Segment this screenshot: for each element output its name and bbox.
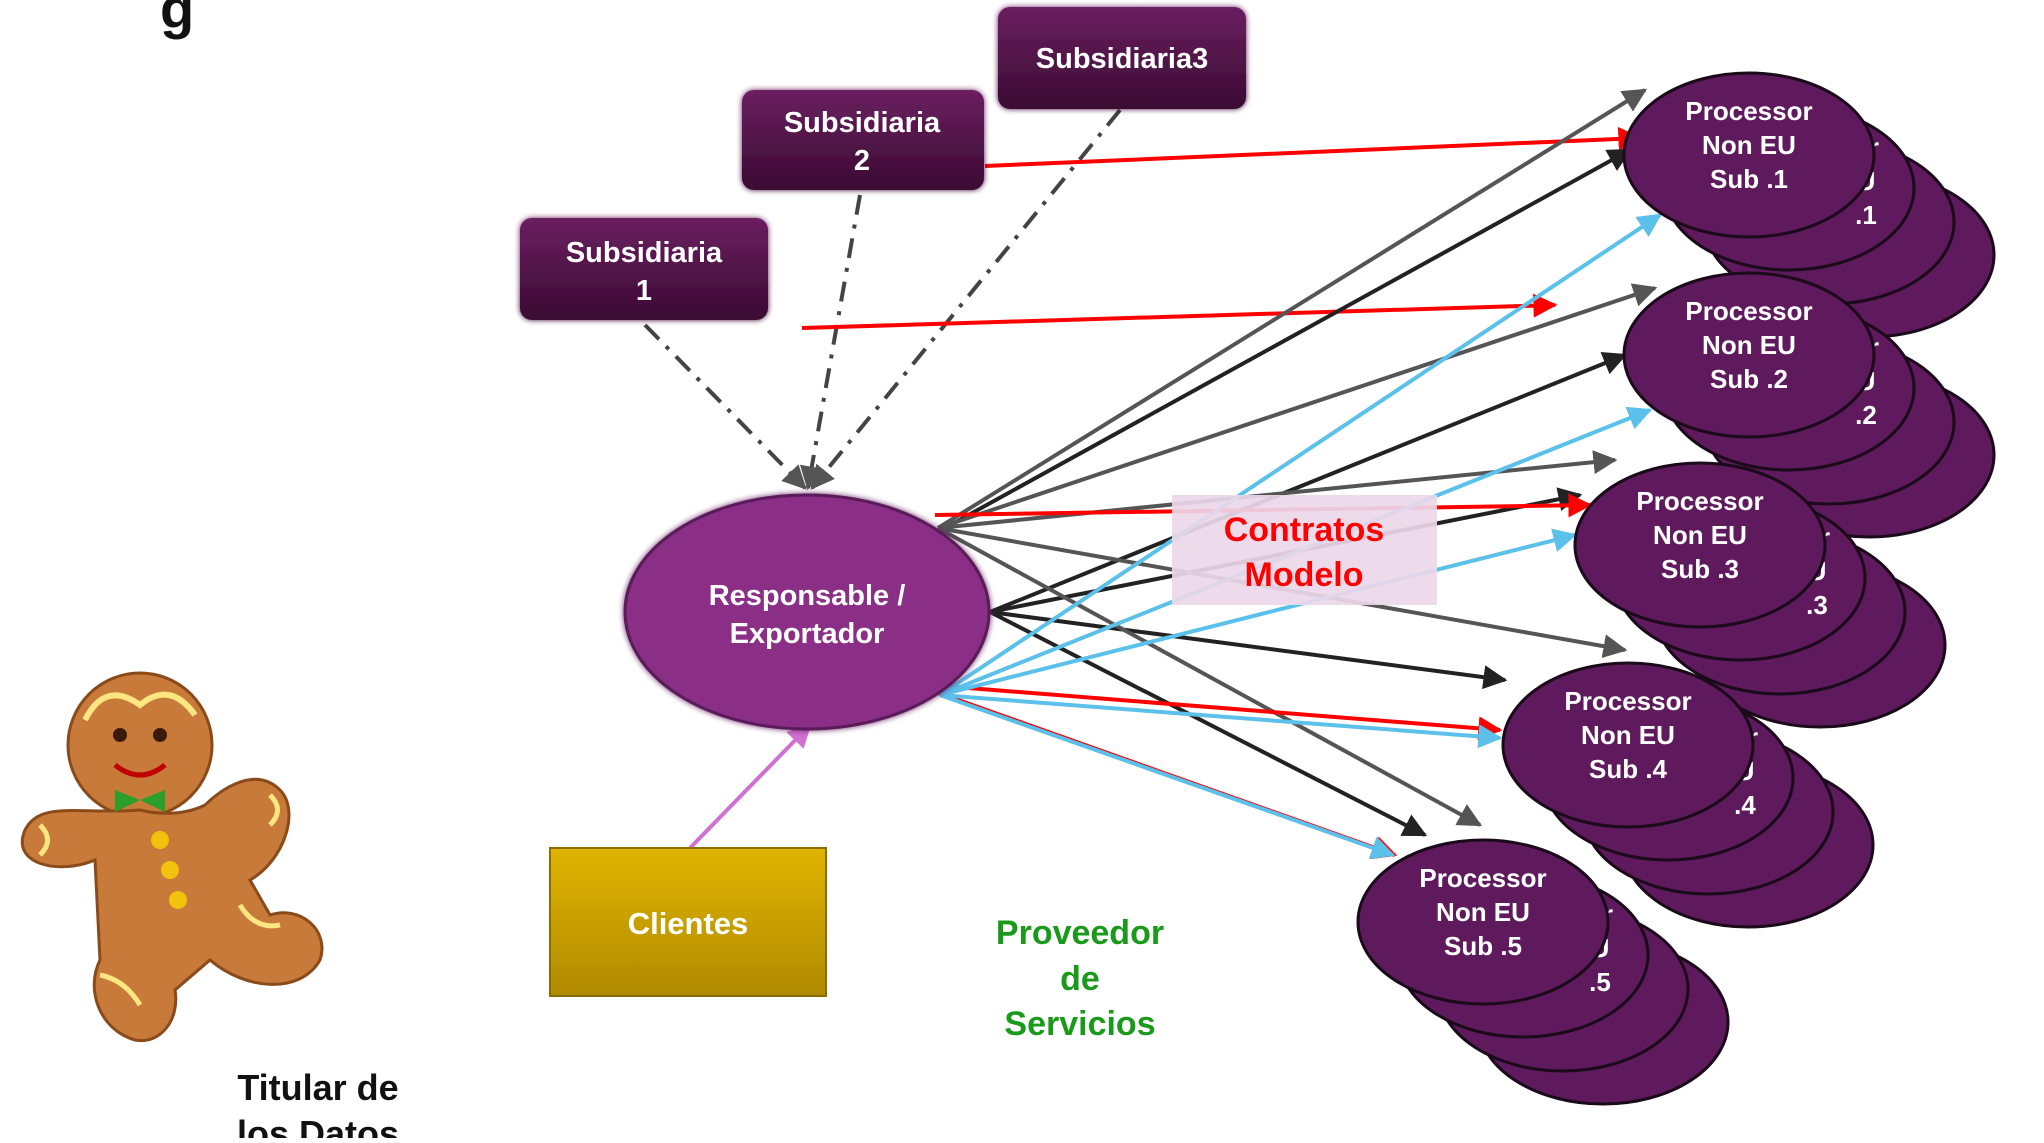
data-subject-label: Titular de los Datos <box>237 1067 399 1143</box>
processor-3-label-line-3: Sub .3 <box>1661 554 1739 584</box>
provider-line-2: de <box>1060 960 1100 998</box>
processor-4-label-line-1: Processor <box>1564 686 1691 716</box>
subsidiary3-link <box>810 108 1122 490</box>
processor-5-back-fragment: .5 <box>1589 967 1611 997</box>
processor-2-node <box>1622 271 1876 439</box>
processor-3-label-line-1: Processor <box>1636 486 1763 516</box>
clients-label: Clientes <box>628 906 749 941</box>
controller-node: Responsable / Exportador <box>623 493 991 731</box>
processor-3-node <box>1573 461 1827 629</box>
controller-gray-p5 <box>937 526 1483 827</box>
subsidiary-2-line-1: Subsidiaria <box>784 107 941 139</box>
processor-3-label-line-2: Non EU <box>1653 520 1747 550</box>
contract-line-1: Contratos <box>1224 511 1385 549</box>
processor-4-label-line-2: Non EU <box>1581 720 1675 750</box>
subsidiary-1-line-2: 1 <box>636 275 652 307</box>
processor-1-label-line-3: Sub .1 <box>1710 164 1788 194</box>
contract-line-2: Modelo <box>1245 556 1364 594</box>
clients-arrow <box>688 723 812 850</box>
subsidiary2-link <box>799 194 862 491</box>
processor-5-label-line-3: Sub .5 <box>1444 931 1522 961</box>
subsidiary1-link <box>643 323 807 490</box>
controller-to-p4-arrow <box>989 610 1508 690</box>
subsidiary-1: Subsidiaria 1 <box>520 218 768 320</box>
provider-line-1: Proveedor <box>996 914 1164 952</box>
processor-1-label-line-1: Processor <box>1685 96 1812 126</box>
subsidiary-3-label: Subsidiaria3 <box>1036 43 1208 75</box>
processor-4-node <box>1501 661 1755 829</box>
contract-model-label: Contratos Modelo <box>1172 495 1437 605</box>
subsidiary-2-line-2: 2 <box>854 145 870 177</box>
processor-1-node <box>1622 71 1876 239</box>
processor-4-label-line-3: Sub .4 <box>1589 754 1668 784</box>
controller-blue-p4 <box>939 693 1503 749</box>
subsidiary2-red-arrow <box>984 126 1643 168</box>
processor-2-label-line-1: Processor <box>1685 296 1812 326</box>
controller-blue-p1 <box>938 213 1662 697</box>
processor-1-label-line-2: Non EU <box>1702 130 1796 160</box>
processor-5-label-line-1: Processor <box>1419 863 1546 893</box>
controller-to-p1-arrow <box>944 148 1633 530</box>
subsidiary-1-line-1: Subsidiaria <box>566 237 723 269</box>
clients-node: Clientes <box>549 847 827 997</box>
processor-3-back-fragment: .3 <box>1806 590 1828 620</box>
data-subject-line-1: Titular de <box>237 1067 398 1108</box>
controller-to-p5-arrow <box>989 610 1428 837</box>
header-fragment: g <box>160 0 194 40</box>
processor-5-node <box>1356 838 1610 1006</box>
controller-gray-p1 <box>936 88 1648 530</box>
processor-1-back-fragment: .1 <box>1855 200 1877 230</box>
processor-2-back-fragment: .2 <box>1855 400 1877 430</box>
subsidiary1-red-arrow <box>801 293 1558 330</box>
service-provider-label: Proveedor de Servicios <box>996 914 1164 1043</box>
controller-red-p4 <box>929 683 1503 741</box>
data-subject-line-2: los Datos <box>237 1113 399 1138</box>
controller-line-1: Responsable / <box>709 580 906 612</box>
processor-2-label-line-2: Non EU <box>1702 330 1796 360</box>
subsidiary-2: Subsidiaria 2 <box>742 90 984 190</box>
controller-blue-p5 <box>939 693 1396 860</box>
provider-line-3: Servicios <box>1004 1005 1155 1043</box>
controller-line-2: Exportador <box>730 618 885 650</box>
controller-blue-p3 <box>939 528 1578 697</box>
gingerbread-icon <box>21 671 324 1043</box>
processor-5-label-line-2: Non EU <box>1436 897 1530 927</box>
controller-gray-p2 <box>937 283 1658 530</box>
processor-4-back-fragment: .4 <box>1734 790 1756 820</box>
controller-to-p2-arrow <box>989 351 1628 614</box>
subsidiary-3: Subsidiaria3 <box>998 7 1246 109</box>
processor-2-label-line-3: Sub .2 <box>1710 364 1788 394</box>
